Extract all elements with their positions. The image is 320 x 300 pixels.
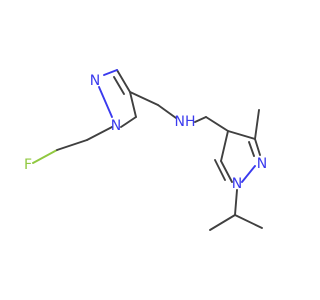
bond-n2-n1 — [98, 86, 113, 118]
bond-n1-n2 — [241, 165, 256, 183]
ring2-n2-label: N — [257, 156, 267, 172]
bond-nh-ch2 — [194, 116, 207, 123]
bond-f-c — [32, 149, 58, 164]
bond-n1-c5 — [120, 116, 137, 128]
ring1-n2-label: N — [90, 73, 100, 89]
background — [0, 0, 300, 300]
bond-ring1-ch2 — [129, 91, 159, 106]
bond-ch2-nh — [157, 104, 177, 119]
bond-c4-c3 — [227, 130, 256, 140]
fluorine-label: F — [24, 157, 32, 173]
bond-c3-n2 — [254, 138, 261, 156]
ring1-n1-label: N — [111, 118, 121, 134]
atom-labels: F N N NH N N — [24, 73, 267, 192]
bond-c4-c3-double — [113, 76, 125, 95]
amine-nh-label: NH — [175, 114, 196, 130]
bonds — [32, 69, 263, 231]
bond-ipr-me1 — [209, 214, 236, 231]
bond-c5-c4 — [129, 91, 137, 118]
bond-c-c-chain — [56, 139, 88, 151]
bond-c5-n1 — [220, 160, 233, 183]
bond-c4-c3 — [116, 69, 131, 93]
bond-c3-n2 — [103, 69, 118, 76]
bond-ch2-ring2 — [205, 116, 229, 132]
bond-c4-c5 — [220, 130, 229, 162]
ring2-n1-label: N — [232, 176, 242, 192]
molecule-structure: F N N NH N N — [0, 0, 300, 300]
bond-ipr-me2 — [234, 214, 263, 229]
bond-chain-n1 — [86, 126, 113, 141]
bond-c3-n2-double — [248, 141, 255, 157]
bond-methyl — [254, 109, 260, 140]
bond-n1-ipr — [234, 189, 238, 216]
bond-c5-n1-double — [214, 159, 226, 181]
